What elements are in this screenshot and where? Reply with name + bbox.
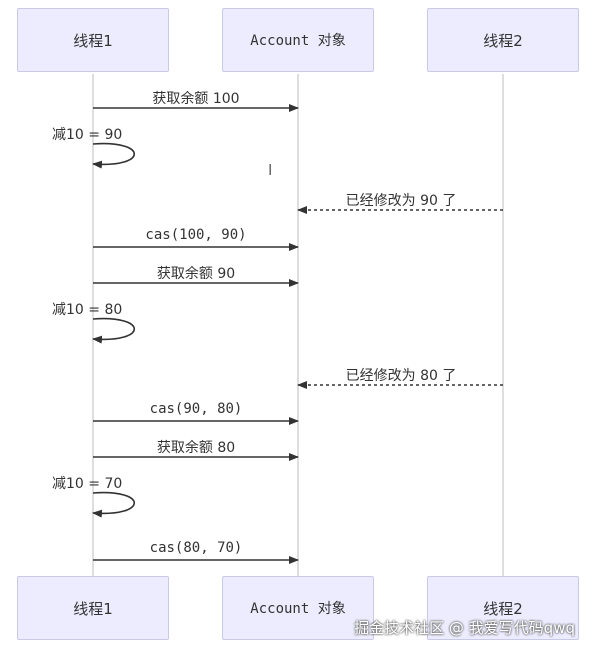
self-label-minus-80: 减10 = 80	[52, 302, 123, 318]
participant-account-bottom: Account 对象	[222, 576, 374, 640]
msg-label-cas-80-70: cas(80, 70)	[149, 540, 243, 556]
self-loop-arrow-70	[92, 491, 136, 518]
text-cursor-icon: I	[268, 161, 273, 179]
participant-thread2-label: 线程2	[483, 599, 523, 618]
participant-thread1-bottom: 线程1	[17, 576, 169, 640]
msg-label-cas-90-80: cas(90, 80)	[149, 401, 243, 417]
participant-thread2-bottom: 线程2	[427, 576, 579, 640]
participant-account-label: Account 对象	[250, 33, 346, 49]
participant-thread1-label: 线程1	[73, 31, 113, 50]
msg-label-get-90: 获取余额 90	[156, 266, 236, 282]
participant-thread2-top: 线程2	[427, 8, 579, 72]
self-loop-arrow-80	[92, 317, 136, 344]
msg-label-modified-90: 已经修改为 90 了	[345, 193, 457, 209]
self-label-minus-90: 减10 = 90	[52, 127, 123, 143]
msg-label-get-100: 获取余额 100	[152, 91, 240, 107]
watermark: 掘金技术社区 @ 我爱写代码qwq	[354, 619, 575, 637]
participant-account-top: Account 对象	[222, 8, 374, 72]
participant-thread1-label: 线程1	[73, 599, 113, 618]
self-label-minus-70: 减10 = 70	[52, 476, 123, 492]
msg-label-modified-80: 已经修改为 80 了	[345, 368, 457, 384]
msg-label-cas-100-90: cas(100, 90)	[145, 227, 247, 243]
participant-thread1-top: 线程1	[17, 8, 169, 72]
participant-account-label: Account 对象	[250, 601, 346, 617]
self-loop-arrow-90	[92, 142, 136, 169]
participant-thread2-label: 线程2	[483, 31, 523, 50]
msg-label-get-80: 获取余额 80	[156, 440, 236, 456]
